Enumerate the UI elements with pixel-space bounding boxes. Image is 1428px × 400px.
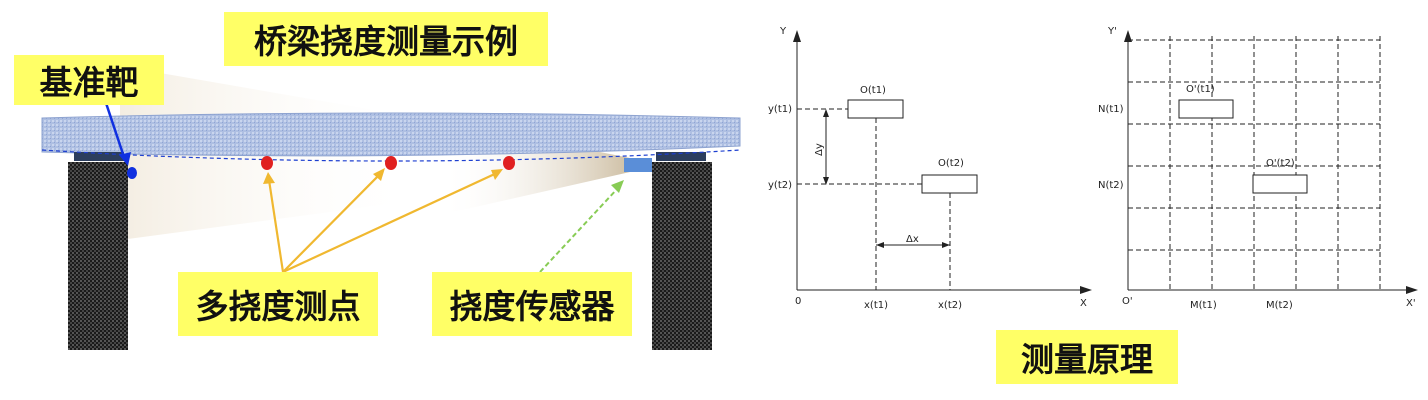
sensor-arrowhead [611, 180, 624, 193]
d1-dx-arrow-left [876, 242, 884, 248]
target-dot [127, 167, 137, 179]
d1-x-tick-1: x(t1) [864, 300, 888, 311]
d1-delta-x-label: Δx [906, 234, 919, 245]
d1-dx-arrow-right [942, 242, 950, 248]
deflection-sensor [624, 158, 652, 172]
bearing-left [74, 152, 124, 161]
pier-right [652, 162, 712, 350]
d1-origin-label: 0 [795, 296, 801, 307]
d1-dy-arrow-down [823, 177, 829, 185]
d2-box-2-label: O'(t2) [1266, 158, 1295, 169]
d2-y-tick-2: N(t2) [1098, 180, 1124, 191]
d1-x-arrowhead [1080, 286, 1092, 294]
d1-delta-y-label: Δy [814, 143, 825, 156]
diagram-2 [1127, 36, 1412, 291]
d2-box-1-label: O'(t1) [1186, 84, 1215, 95]
d1-dy-arrow-up [823, 109, 829, 117]
d2-y-axis-label: Y' [1107, 26, 1117, 37]
d2-y-arrowhead [1124, 30, 1132, 42]
measure-point-1 [261, 156, 273, 170]
multi-point-label: 多挠度测点 [178, 272, 378, 336]
point-arrowhead-1 [263, 172, 275, 184]
d1-x-axis-label: X [1080, 298, 1087, 309]
d1-y-arrowhead [793, 30, 801, 42]
d1-y-tick-2: y(t2) [768, 180, 792, 191]
d2-x-arrowhead [1406, 286, 1418, 294]
d1-x-tick-2: x(t2) [938, 300, 962, 311]
point-arrowhead-3 [491, 169, 503, 180]
d2-x-axis-label: X' [1406, 298, 1416, 309]
point-arrows [267, 171, 500, 273]
title-label: 桥梁挠度测量示例 [224, 12, 548, 66]
d2-y-tick-1: N(t1) [1098, 104, 1124, 115]
d2-origin-label: O' [1122, 296, 1133, 307]
measure-point-3 [503, 156, 515, 170]
d2-x-tick-1: M(t1) [1190, 300, 1217, 311]
d1-y-axis-label: Y [779, 26, 787, 37]
pier-left [68, 162, 128, 350]
d1-y-tick-1: y(t1) [768, 104, 792, 115]
sensor-arrow [539, 187, 619, 273]
bridge-deck [41, 112, 741, 157]
d1-box-2-label: O(t2) [938, 158, 964, 169]
bearing-right [656, 152, 706, 161]
target-arrowhead [119, 152, 131, 166]
principle-label: 测量原理 [996, 330, 1178, 384]
diagram-1 [796, 36, 1086, 291]
d1-box-1-label: O(t1) [860, 85, 886, 96]
point-arrowhead-2 [373, 168, 385, 181]
target-label: 基准靶 [14, 55, 164, 105]
sensor-label: 挠度传感器 [432, 272, 632, 336]
measure-point-2 [385, 156, 397, 170]
deflection-line [41, 149, 741, 162]
d2-x-tick-2: M(t2) [1266, 300, 1293, 311]
